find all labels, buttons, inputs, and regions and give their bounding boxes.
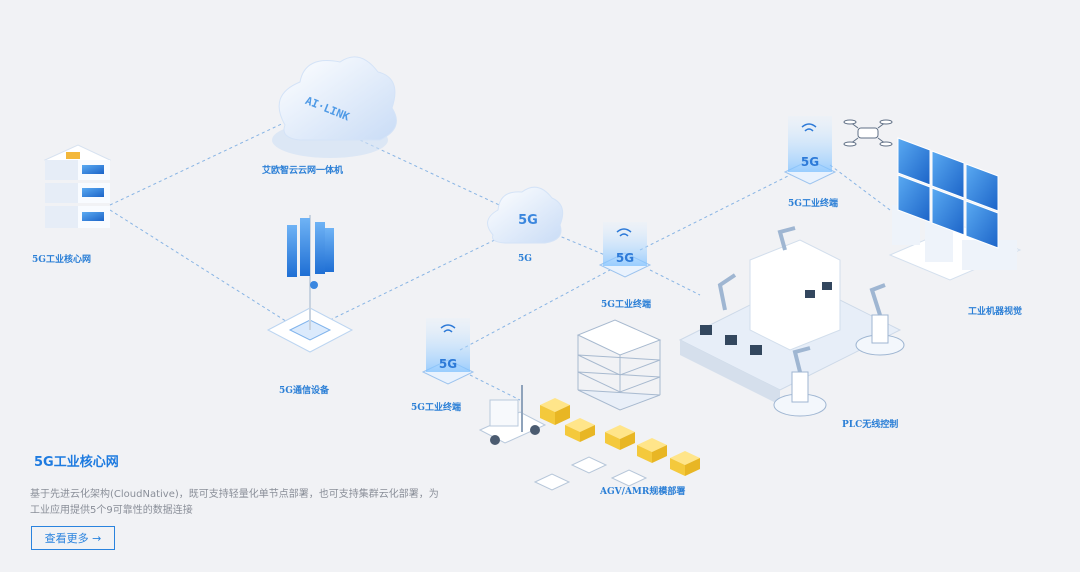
- forklift-icon: [478, 385, 547, 445]
- terminal-top-label: 5G工业终端: [788, 199, 838, 209]
- core-network-label: 5G工业核心网: [32, 255, 91, 265]
- robot-arm-icon: [773, 346, 827, 417]
- cargo-box-icon: [540, 398, 700, 476]
- 5g-terminal-icon: 5G: [421, 318, 475, 385]
- panel-title: 5G工业核心网: [34, 455, 119, 470]
- terminal-left-label: 5G工业终端: [411, 403, 461, 413]
- cloud-icon: AI·LINK: [272, 56, 397, 158]
- terminal-top-badge: 5G: [801, 155, 819, 169]
- base-station-icon: [266, 215, 354, 353]
- hub-badge-text: 5G: [518, 213, 538, 228]
- terminal-mid-badge: 5G: [616, 251, 634, 265]
- robot-arm-icon: [717, 226, 796, 311]
- agv-robot-icon: [533, 456, 648, 491]
- terminal-mid-label: 5G工业终端: [601, 300, 651, 310]
- server-stack-icon: [43, 144, 112, 228]
- plc-label: PLC无线控制: [842, 420, 899, 430]
- view-more-button[interactable]: 查看更多 →: [31, 526, 115, 550]
- terminal-left-badge: 5G: [439, 357, 457, 371]
- hub-label: 5G: [518, 254, 532, 264]
- connection-lines: [109, 119, 891, 401]
- drone-icon: [843, 119, 893, 147]
- 5g-terminal-icon: 5G: [783, 116, 837, 185]
- cloud-label: 艾欧智云云网一体机: [262, 166, 344, 176]
- 5g-cloud-icon: 5G: [487, 186, 564, 244]
- monitor-wall-icon: [888, 137, 1022, 281]
- 5g-terminal-icon: 5G: [598, 222, 652, 278]
- robot-arm-icon: [855, 283, 905, 356]
- panel-description: 基于先进云化架构(CloudNative)，既可支持轻量化单节点部署，也可支持集…: [30, 489, 439, 516]
- station-label: 5G通信设备: [279, 386, 329, 396]
- production-line: [678, 239, 902, 405]
- shelf-icon: [576, 319, 662, 411]
- agv-label: AGV/AMR规模部署: [600, 487, 686, 497]
- vision-label: 工业机器视觉: [968, 307, 1023, 317]
